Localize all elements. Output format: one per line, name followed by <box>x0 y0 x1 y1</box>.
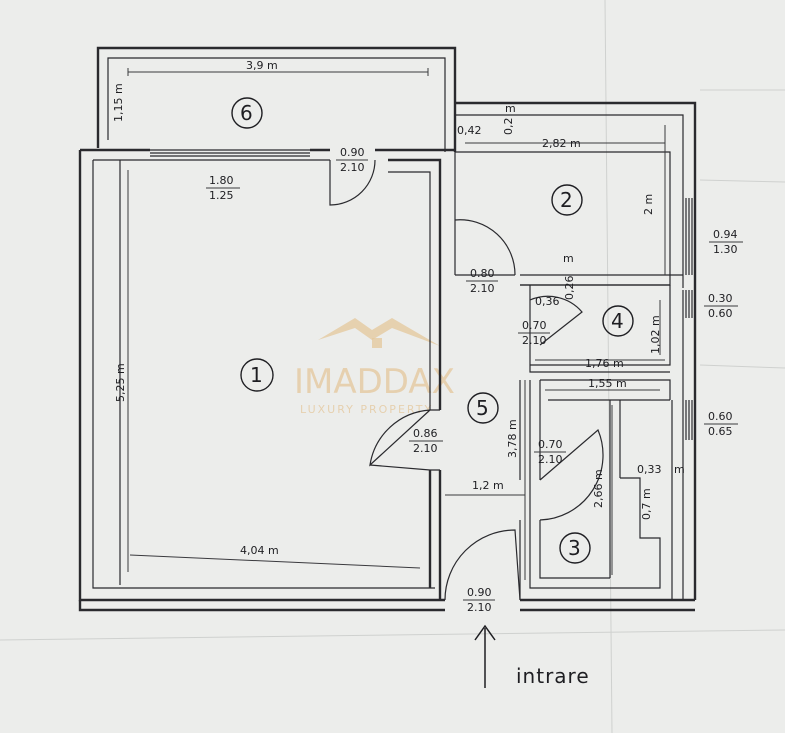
dim-wall-026: 0,26 <box>563 276 576 301</box>
room-5-ring <box>467 392 499 424</box>
door-room3-swing <box>539 429 604 521</box>
room-markers: 6 2 4 1 5 3 <box>231 97 634 564</box>
svg-text:2.10: 2.10 <box>538 453 563 466</box>
svg-text:2.10: 2.10 <box>340 161 365 174</box>
dim-wall-02-unit: m <box>505 102 516 115</box>
dim-room4-depth: 1,02 m <box>649 315 662 354</box>
door-room3-label: 0.70 2.10 <box>534 438 566 466</box>
dim-wall-02: 0,2 <box>502 118 515 136</box>
dim-room1-height: 5,25 m <box>114 363 127 402</box>
dim-niche-width: 0,33 <box>637 463 662 476</box>
dim-room1-width: 4,04 m <box>240 544 279 557</box>
svg-text:0.60: 0.60 <box>708 410 733 423</box>
room-6-ring <box>231 97 263 129</box>
svg-text:0.94: 0.94 <box>713 228 738 241</box>
room-4-number: 4 <box>611 309 624 333</box>
svg-text:0.30: 0.30 <box>708 292 733 305</box>
dim-room4-width: 1,76 m <box>585 357 624 370</box>
dimension-labels: 3,9 m 1,15 m 5,25 m 4,04 m 2,82 m 2 m 0,… <box>112 59 685 557</box>
svg-text:0.70: 0.70 <box>538 438 563 451</box>
dim-wall-036: 0,36 <box>535 295 560 308</box>
window-room3-label: 0.60 0.65 <box>704 410 738 438</box>
entrance-marker: intrare <box>474 624 590 688</box>
svg-text:0.80: 0.80 <box>470 267 495 280</box>
svg-text:0.86: 0.86 <box>413 427 438 440</box>
room-3-number: 3 <box>568 536 581 560</box>
room-5-number: 5 <box>476 396 489 420</box>
svg-text:0.60: 0.60 <box>708 307 733 320</box>
dim-room2-width: 2,82 m <box>542 137 581 150</box>
svg-text:0.70: 0.70 <box>522 319 547 332</box>
svg-text:1.25: 1.25 <box>209 189 234 202</box>
up-arrow-icon <box>474 624 496 641</box>
door-room1-label: 0.86 2.10 <box>409 427 443 455</box>
svg-text:0.90: 0.90 <box>467 586 492 599</box>
room-2-ring <box>551 184 583 216</box>
dim-hall-depth: 3,78 m <box>506 419 519 458</box>
watermark-tagline: LUXURY PROPERTY <box>300 403 433 416</box>
room-3-ring <box>559 532 591 564</box>
door-room1-swing <box>369 409 431 471</box>
door-room2-swing <box>454 219 516 276</box>
door-balcony-label: 0.90 2.10 <box>336 146 368 174</box>
dim-niche-width-unit: m <box>674 463 685 476</box>
watermark-brand: IMADDAX <box>294 362 455 402</box>
window-room1-label: 1.80 1.25 <box>206 174 240 202</box>
dim-bath-width: 1,55 m <box>588 377 627 390</box>
door-room2-label: 0.80 2.10 <box>466 267 498 295</box>
room-2-number: 2 <box>560 188 573 212</box>
dim-room2-depth: 2 m <box>642 194 655 215</box>
dim-niche-depth: 0,7 m <box>640 488 653 520</box>
svg-text:0.65: 0.65 <box>708 425 733 438</box>
dim-wall-026-unit: m <box>563 252 574 265</box>
svg-text:2.10: 2.10 <box>522 334 547 347</box>
room-4-ring <box>602 305 634 337</box>
door-swings <box>329 159 604 601</box>
dim-room6-depth: 1,15 m <box>112 83 125 122</box>
window-room4-label: 0.30 0.60 <box>704 292 738 320</box>
walls <box>78 46 697 612</box>
dimension-lines <box>127 68 666 580</box>
opening-labels: 1.80 1.25 0.90 2.10 0.80 2.10 0.70 2.10 … <box>206 146 743 614</box>
window-room2-label: 0.94 1.30 <box>709 228 743 256</box>
door-balcony-swing <box>329 159 376 206</box>
dim-room3-depth: 2,66 m <box>592 469 605 508</box>
room-6-number: 6 <box>240 101 253 125</box>
door-entry-swing <box>444 529 521 601</box>
watermark-logo: IMADDAX LUXURY PROPERTY <box>294 318 455 416</box>
door-room4-label: 0.70 2.10 <box>518 319 550 347</box>
svg-text:1.30: 1.30 <box>713 243 738 256</box>
dim-hall-width: 1,2 m <box>472 479 504 492</box>
svg-text:2.10: 2.10 <box>470 282 495 295</box>
dim-wall-042: 0,42 <box>457 124 482 137</box>
svg-text:0.90: 0.90 <box>340 146 365 159</box>
svg-text:1.80: 1.80 <box>209 174 234 187</box>
dim-room6-width: 3,9 m <box>246 59 278 72</box>
entrance-label: intrare <box>516 664 590 688</box>
door-entry-label: 0.90 2.10 <box>463 586 495 614</box>
svg-text:2.10: 2.10 <box>467 601 492 614</box>
room-1-ring <box>240 358 274 392</box>
room-1-number: 1 <box>250 363 263 387</box>
svg-text:2.10: 2.10 <box>413 442 438 455</box>
